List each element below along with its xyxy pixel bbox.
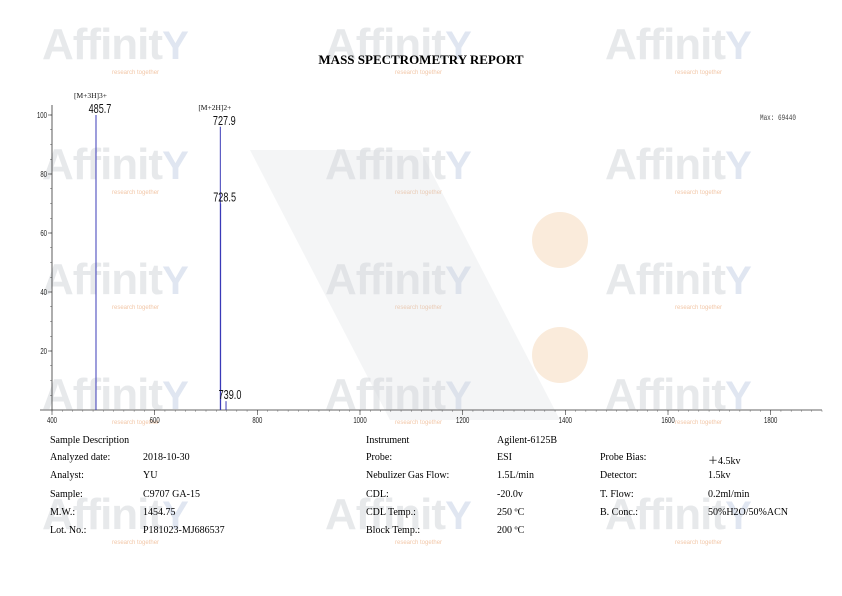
peak-annotation: [M+2H]2+ [198, 103, 231, 112]
setting-field-label: B. Conc.: [600, 506, 639, 518]
sample-field-label: Analyzed date: [50, 452, 111, 463]
watermark-dot [532, 212, 588, 268]
setting-field-value: ＋4.5kv [708, 456, 741, 467]
watermark-tagline: research together [395, 420, 443, 426]
watermark-logo: AffinitY [325, 370, 472, 419]
watermark-logo: AffinitY [325, 255, 472, 304]
watermark-logo: AffinitY [42, 140, 189, 189]
watermark-logo: AffinitY [605, 20, 752, 69]
y-tick-label: 60 [40, 230, 47, 238]
y-tick-label: 80 [40, 171, 47, 179]
watermark-tagline: research together [395, 70, 443, 76]
watermark-logo: AffinitY [605, 140, 752, 189]
watermark-logo: AffinitY [325, 140, 472, 189]
sample-field-value: C9707 GA-15 [143, 488, 200, 500]
sample-field-label: M.W.: [50, 506, 76, 518]
watermark-dot [532, 327, 588, 383]
x-tick-label: 1800 [764, 417, 777, 425]
x-tick-label: 400 [47, 417, 57, 425]
page-title: MASS SPECTROMETRY REPORT [318, 52, 524, 67]
watermark-logo: AffinitY [42, 370, 189, 419]
sample-field-label: Sample: [50, 488, 83, 500]
x-tick-label: 800 [252, 417, 262, 425]
y-tick-label: 100 [37, 112, 47, 120]
watermark-tagline: research together [395, 305, 443, 311]
watermark-logo: AffinitY [325, 490, 472, 539]
instrument-field-value: 1.5L/min [497, 470, 534, 482]
instrument-field-label: Nebulizer Gas Flow: [366, 470, 450, 482]
watermark-tagline: research together [675, 540, 723, 546]
y-tick-label: 40 [40, 289, 47, 297]
watermark-logo: AffinitY [605, 370, 752, 419]
sample-field-label: Analyst: [50, 470, 84, 482]
sample-field-value: 2018-10-30 [143, 452, 190, 463]
setting-field-label: T. Flow: [600, 488, 634, 500]
setting-field-label: Detector: [600, 470, 638, 482]
sample-field-value: 1454.75 [143, 506, 176, 518]
instrument-field-label: Probe: [366, 452, 393, 463]
peak-label: 728.5 [213, 191, 236, 205]
x-tick-label: 1600 [661, 417, 674, 425]
max-intensity-label: Max: 69440 [760, 114, 796, 123]
x-tick-label: 1000 [353, 417, 366, 425]
watermark-logo: AffinitY [42, 20, 189, 69]
instrument-model: Agilent-6125B [497, 435, 557, 446]
sample-field-value: P181023-MJ686537 [143, 525, 225, 537]
watermark-tagline: research together [112, 420, 160, 426]
watermark-tagline: research together [675, 305, 723, 311]
watermark-logo: AffinitY [325, 20, 472, 69]
watermark-tagline: research together [675, 70, 723, 76]
peak-label: 739.0 [219, 389, 242, 403]
instrument-field-value: 200 ºC [497, 525, 525, 537]
watermark-logo: AffinitY [605, 255, 752, 304]
y-tick-label: 20 [40, 348, 47, 356]
watermark-logo: AffinitY [42, 255, 189, 304]
instrument-field-value: 250 ºC [497, 506, 525, 518]
watermark-tagline: research together [112, 70, 160, 76]
watermark-tagline: research together [675, 420, 723, 426]
instrument-field-label: CDL Temp.: [366, 506, 416, 518]
setting-field-label: Probe Bias: [600, 452, 647, 463]
peak-label: 485.7 [89, 103, 112, 117]
instrument-field-value: ESI [497, 452, 512, 463]
setting-field-value: 50%H2O/50%ACN [708, 506, 788, 518]
sample-field-label: Lot. No.: [50, 525, 87, 537]
watermark-logo: AffinitY [42, 490, 189, 539]
watermark-tagline: research together [112, 190, 160, 196]
mass-spectrum-chart: 100 80 60 40 20 400 600 800 1000 1200 1400 1600 1800… [37, 91, 823, 425]
watermark-tagline: research together [112, 305, 160, 311]
watermark-tagline: research together [395, 540, 443, 546]
instrument-field-value: -20.0v [497, 488, 523, 500]
instrument-heading: Instrument [366, 435, 410, 446]
peak-label: 727.9 [213, 114, 236, 128]
x-tick-label: 1200 [456, 417, 469, 425]
x-tick-label: 600 [150, 417, 160, 425]
sample-description-heading: Sample Description [50, 435, 130, 446]
instrument-field-label: CDL: [366, 488, 389, 500]
watermark-tagline: research together [112, 540, 160, 546]
watermark-tagline: research together [675, 190, 723, 196]
instrument-field-label: Block Temp.: [366, 525, 421, 537]
watermark-swoosh [250, 150, 560, 420]
setting-field-value: 1.5kv [708, 470, 731, 482]
watermark-tagline: research together [395, 190, 443, 196]
peak-annotation: [M+3H]3+ [74, 91, 107, 100]
sample-field-value: YU [143, 470, 158, 482]
watermark-logo: AffinitY [605, 490, 752, 539]
x-tick-label: 1400 [559, 417, 572, 425]
setting-field-value: 0.2ml/min [708, 488, 750, 500]
